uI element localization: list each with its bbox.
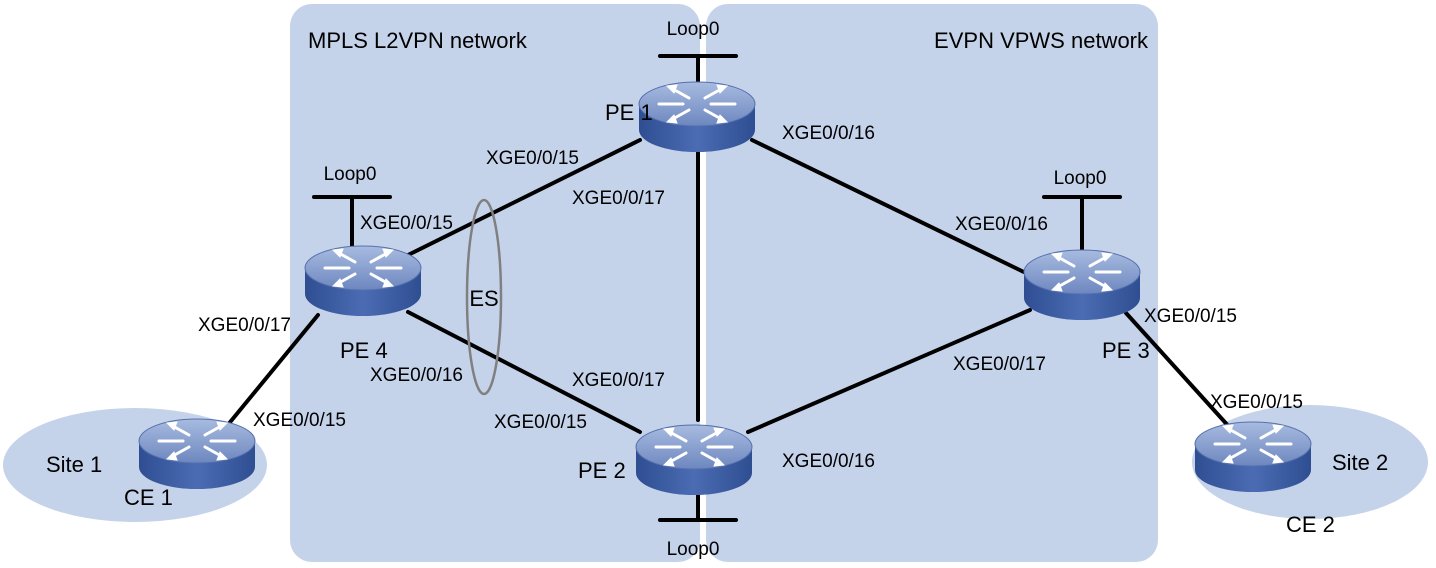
if-ce1-to-pe4: XGE0/0/15: [253, 410, 346, 431]
if-pe3-to-pe1: XGE0/0/16: [955, 214, 1048, 235]
ce2-label: CE 2: [1286, 512, 1335, 537]
if-pe4-to-pe2: XGE0/0/16: [370, 365, 463, 386]
pe2-label: PE 2: [578, 458, 626, 483]
link-pe3-ce2: [1124, 311, 1234, 432]
pe4-label: PE 4: [340, 338, 388, 363]
site1-label: Site 1: [46, 452, 102, 477]
if-pe2-to-pe4: XGE0/0/15: [494, 412, 587, 433]
pe3-router-icon: [1022, 248, 1142, 322]
pe3-label: PE 3: [1102, 338, 1150, 363]
evpn-vpws-title: EVPN VPWS network: [934, 28, 1149, 53]
pe3-loop-label: Loop0: [1054, 168, 1107, 189]
if-pe1-to-pe4: XGE0/0/15: [486, 148, 579, 169]
ce1-label: CE 1: [124, 485, 173, 510]
links: [220, 54, 1234, 522]
if-ce2-to-pe3: XGE0/0/15: [1210, 392, 1303, 413]
pe4-router-icon: [303, 244, 423, 318]
evpn-vpws-region: [706, 4, 1158, 562]
pe1-loop-label: Loop0: [667, 19, 720, 40]
pe4-loop-label: Loop0: [324, 164, 377, 185]
if-pe4-to-pe1: XGE0/0/15: [360, 213, 453, 234]
mpls-l2vpn-region: [290, 4, 700, 562]
if-pe3-to-ce2: XGE0/0/15: [1144, 306, 1237, 327]
link-pe2-pe3: [746, 308, 1032, 434]
pe2-loop-label: Loop0: [667, 539, 720, 560]
pe1-label: PE 1: [605, 100, 653, 125]
ce1-router-icon: [137, 417, 257, 491]
pe2-router-icon: [634, 423, 754, 497]
es-ellipse: [465, 198, 503, 396]
if-pe2-to-pe3: XGE0/0/16: [782, 451, 875, 472]
mpls-l2vpn-title: MPLS L2VPN network: [308, 28, 528, 53]
pe1-router-icon: [637, 80, 757, 154]
ce2-router-icon: [1193, 420, 1313, 494]
link-pe4-pe2: [406, 310, 642, 434]
if-pe1-to-pe2: XGE0/0/17: [572, 188, 665, 209]
es-label: ES: [469, 286, 498, 311]
if-pe3-to-pe2: XGE0/0/17: [953, 354, 1046, 375]
link-pe4-pe1: [406, 138, 642, 257]
if-pe1-to-pe3: XGE0/0/16: [782, 123, 875, 144]
link-pe1-pe3: [750, 138, 1032, 277]
if-pe4-to-ce1: XGE0/0/17: [198, 315, 291, 336]
link-pe4-ce1: [220, 313, 320, 434]
site2-label: Site 2: [1332, 450, 1388, 475]
if-pe2-to-pe1: XGE0/0/17: [572, 370, 665, 391]
